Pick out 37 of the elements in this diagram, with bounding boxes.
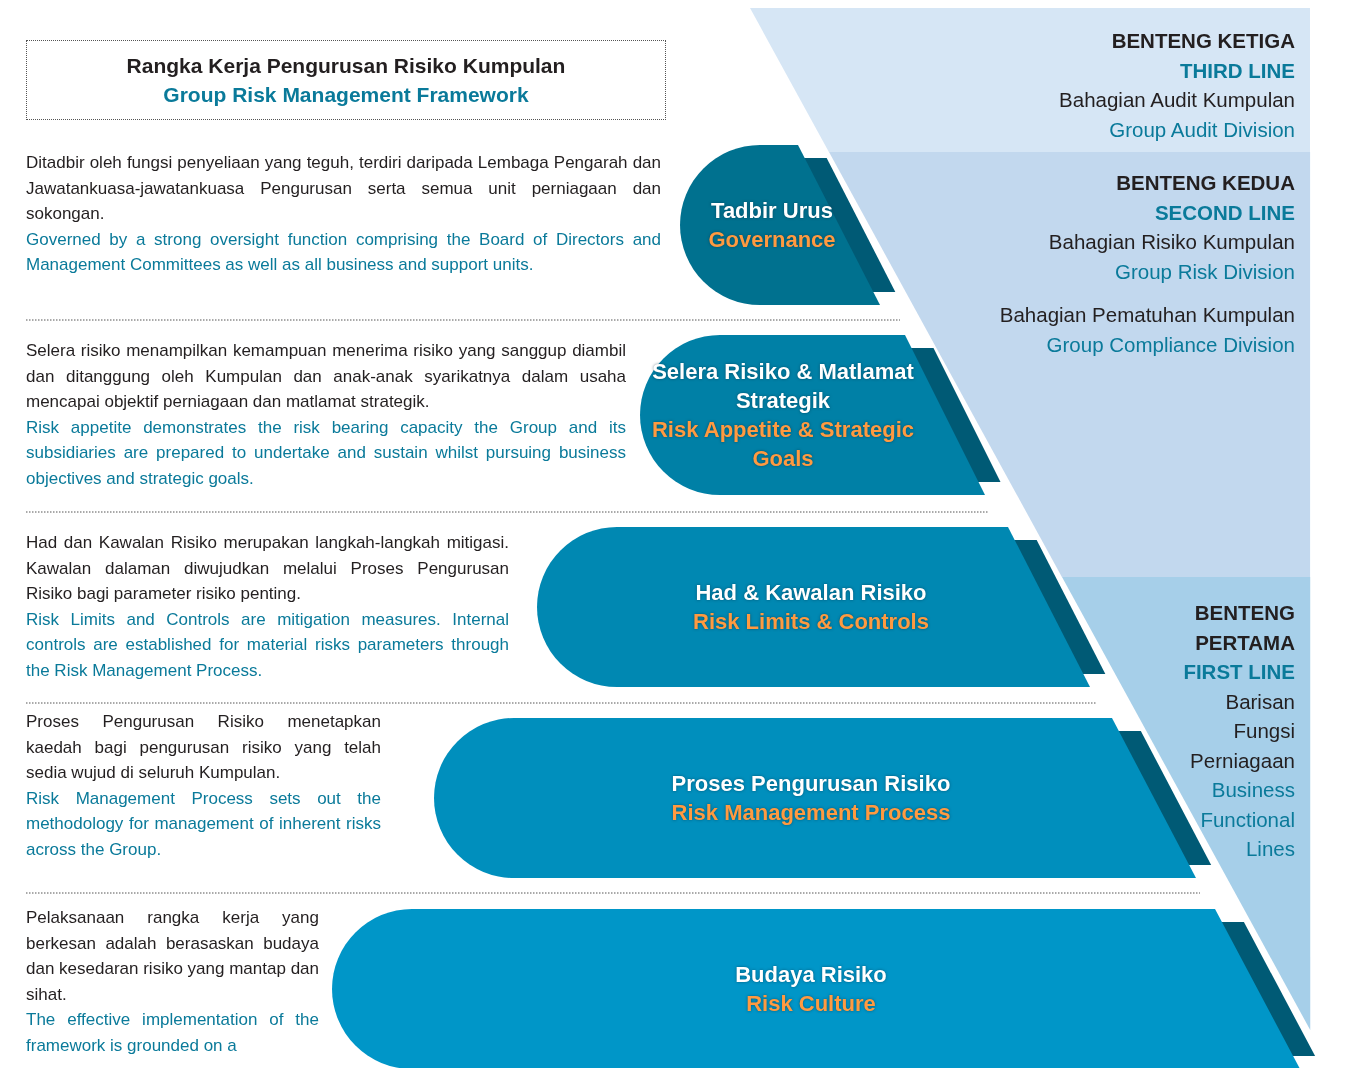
band-label: Group Risk Division [1114, 258, 1295, 285]
tier-title: Tadbir Urus [710, 197, 834, 225]
description-paragraph: Proses Pengurusan Risiko menetapkan kaedah bagi pengurusan risiko yang telah sedia wujud di seluruh Kumpulan. [26, 711, 381, 784]
tier-subtitle: Risk Culture [745, 990, 877, 1018]
band-subheading: THIRD LINE [1178, 57, 1295, 84]
description-paragraph: Risk appetite demonstrates the risk bearing capacity the Group and its subsidiaries are prepared to undertake and sustain whilst pursuing business objectives and strategic goals. [26, 416, 626, 490]
tier-subtitle: Risk Limits & Controls [692, 608, 930, 636]
tier-subtitle: Governance [707, 226, 837, 254]
tier-subtitle: Risk Management Process [670, 799, 952, 827]
band-label: Bahagian Audit Kumpulan [1059, 87, 1295, 113]
tier-title: Budaya Risiko [734, 961, 888, 989]
subheading: Group Risk Management Framework [162, 83, 530, 107]
band-label: Group Compliance Division [1045, 331, 1295, 358]
heading: Rangka Kerja Pengurusan Risiko Kumpulan [125, 54, 567, 78]
tier-title: Proses Pengurusan Risiko [670, 770, 952, 798]
description-paragraph: Risk Management Process sets out the methodology for management of inherent risks across the Group. [26, 787, 381, 861]
tier-subtitle: Risk Appetite & Strategic Goals [651, 416, 915, 473]
description-paragraph: Selera risiko menampilkan kemampuan menerima risiko yang sanggup diambil dan ditanggung oleh Kumpulan dan anak-anak syarikatnya dalam usaha mencapai objektif perniagaan dan matlamat strategik. [26, 340, 626, 413]
description-paragraph: Pelaksanaan rangka kerja yang berkesan adalah berasaskan budaya dan kesedaran risiko yang mantap dan sihat. [26, 907, 319, 1006]
title-box [26, 40, 666, 120]
description-paragraph: Risk Limits and Controls are mitigation measures. Internal controls are established for material risks parameters through the Risk Management Process. [26, 608, 509, 682]
band-label: Group Audit Division [1108, 116, 1295, 143]
band-subheading: FIRST LINE [1182, 659, 1295, 685]
description-paragraph: Had dan Kawalan Risiko merupakan langkah-langkah mitigasi. Kawalan dalaman diwujudkan melalui Proses Pengurusan Risiko bagi parameter risiko penting. [26, 532, 509, 605]
band-heading: BENTENG PERTAMA [1193, 600, 1295, 656]
band-label: Bahagian Risiko Kumpulan [1047, 229, 1295, 255]
band-label: Business Functional Lines [1199, 777, 1295, 862]
description-paragraph: Ditadbir oleh fungsi penyeliaan yang teguh, terdiri daripada Lembaga Pengarah dan Jawatankuasa-jawatankuasa Pengurusan serta semua unit perniagaan dan sokongan. [26, 152, 661, 225]
description-paragraph: Governed by a strong oversight function comprising the Board of Directors and Management Committees as well as all business and support units. [26, 228, 661, 276]
tier-title: Had & Kawalan Risiko [694, 579, 928, 607]
band-label: Barisan Fungsi Perniagaan [1189, 688, 1295, 774]
band-heading: BENTENG KETIGA [1110, 28, 1295, 54]
tier-title: Selera Risiko & Matlamat Strategik [651, 358, 915, 415]
band-label: Bahagian Pematuhan Kumpulan [999, 302, 1295, 328]
band-subheading: SECOND LINE [1153, 199, 1295, 226]
description-paragraph: The effective implementation of the framework is grounded on a [26, 1009, 319, 1057]
band-heading: BENTENG KEDUA [1115, 170, 1295, 196]
